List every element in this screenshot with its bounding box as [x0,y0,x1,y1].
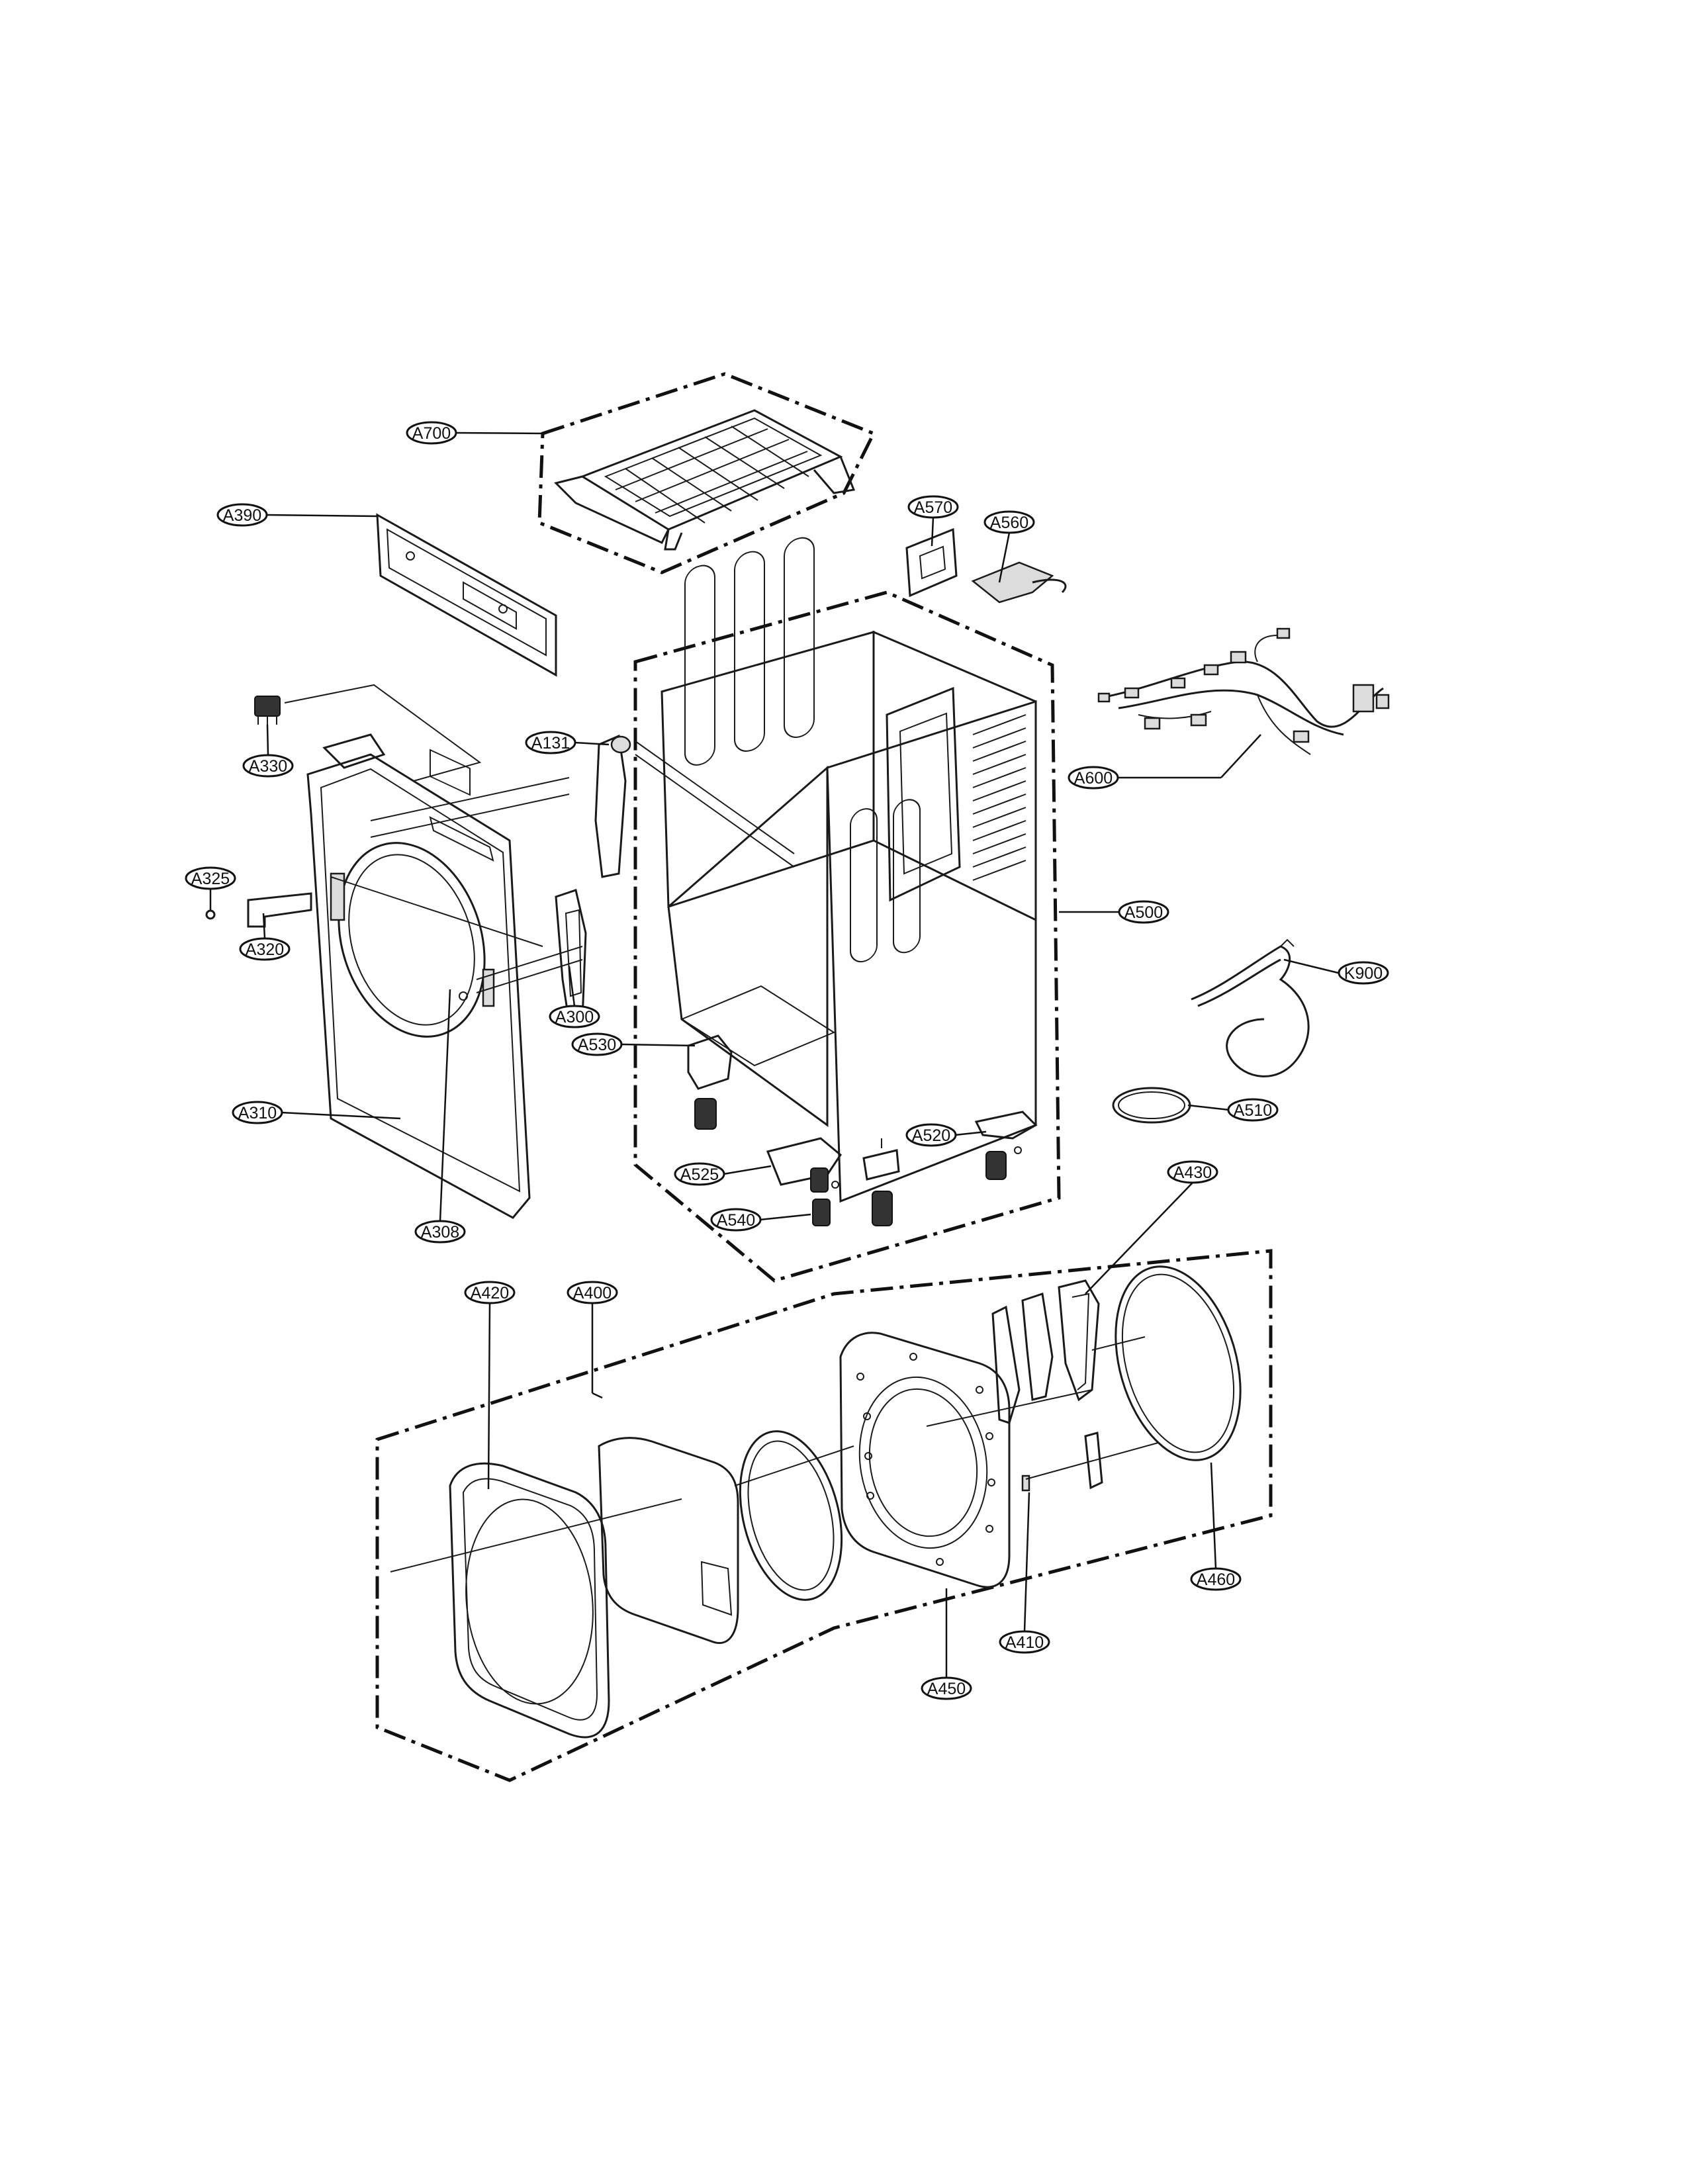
svg-text:A540: A540 [717,1211,755,1230]
leveling-foot-a540 [812,1138,900,1226]
callout-A525: A525 [674,1162,725,1186]
a330-guide-line [284,684,482,782]
svg-text:A325: A325 [191,870,230,888]
door-inner-panel-a450 [839,1332,1011,1588]
group-border-a700 [537,372,876,574]
svg-text:A570: A570 [914,498,952,517]
svg-text:A430: A430 [1173,1163,1212,1182]
svg-text:A560: A560 [990,514,1028,532]
callout-A460: A460 [1190,1567,1242,1591]
lead-wire-k900 [1191,938,1310,1077]
callout-A450: A450 [921,1676,972,1700]
belt-ring-a510 [1112,1087,1191,1124]
svg-text:A131: A131 [531,734,570,752]
svg-text:A320: A320 [246,940,284,959]
callout-A131: A131 [525,731,576,754]
callout-A420: A420 [464,1281,516,1304]
door-glass-a400 [598,1437,739,1644]
svg-text:A600: A600 [1074,769,1113,788]
callout-A325: A325 [185,866,236,890]
callout-A700: A700 [406,421,457,445]
top-filter-cover [554,409,856,551]
door-seal-a460 [1115,1265,1242,1461]
svg-text:A420: A420 [471,1284,509,1302]
front-panel-a310 [306,733,531,1219]
hinge-a320 [205,892,312,928]
callout-A510: A510 [1227,1098,1279,1122]
callout-A400: A400 [567,1281,618,1304]
cabinet-a500 [635,537,1037,1203]
latch-a410 [1021,1432,1103,1492]
bracket-a525 [766,1137,842,1193]
svg-text:A500: A500 [1124,903,1163,922]
callout-A540: A540 [710,1208,762,1232]
callout-A600: A600 [1068,766,1119,790]
svg-text:A510: A510 [1234,1101,1272,1120]
callout-K900: K900 [1338,961,1389,985]
svg-text:A400: A400 [573,1284,612,1302]
door-gasket-ring [739,1430,843,1601]
bracket-a300 [555,889,587,1024]
harness-connector-a560 [971,561,1067,604]
callout-A430: A430 [1167,1160,1218,1184]
svg-text:K900: K900 [1344,964,1383,983]
group-border-a400-door [375,1249,1273,1782]
callout-A410: A410 [999,1630,1050,1654]
svg-text:A700: A700 [412,424,451,443]
svg-text:A410: A410 [1005,1633,1044,1652]
bracket-a530 [687,1034,733,1130]
svg-text:A310: A310 [238,1104,277,1122]
svg-text:A450: A450 [927,1680,966,1698]
svg-text:A530: A530 [578,1036,616,1054]
callout-A330: A330 [242,754,294,778]
callout-A530: A530 [571,1032,623,1056]
door-guide-lines [390,1336,1159,1572]
svg-text:A330: A330 [249,757,287,776]
svg-text:A460: A460 [1197,1570,1235,1589]
callout-A560: A560 [983,510,1035,534]
svg-text:A525: A525 [680,1165,719,1184]
sensor-part-a330 [254,696,281,725]
hinge-bracket-a430 [991,1279,1100,1424]
callout-A300: A300 [549,1005,600,1028]
control-board-plate [905,527,958,598]
front-panel-guide-lines [330,777,583,993]
group-border-a500-cabinet [633,590,1061,1283]
wire-harness-a600 [1097,627,1390,755]
callout-A310: A310 [232,1101,283,1124]
bracket-a131 [594,734,631,878]
svg-text:A390: A390 [223,506,261,525]
svg-text:A520: A520 [912,1126,950,1145]
svg-text:A308: A308 [421,1223,459,1242]
callout-A500: A500 [1118,900,1169,924]
leader-lines [209,432,1339,1678]
svg-text:A300: A300 [555,1008,594,1026]
callout-A570: A570 [907,495,959,519]
callout-A390: A390 [216,503,268,527]
callout-A308: A308 [414,1220,466,1244]
control-panel-bracket [376,513,557,796]
callout-A520: A520 [905,1123,957,1147]
callout-A320: A320 [239,937,291,961]
door-frame-a420 [449,1462,610,1739]
